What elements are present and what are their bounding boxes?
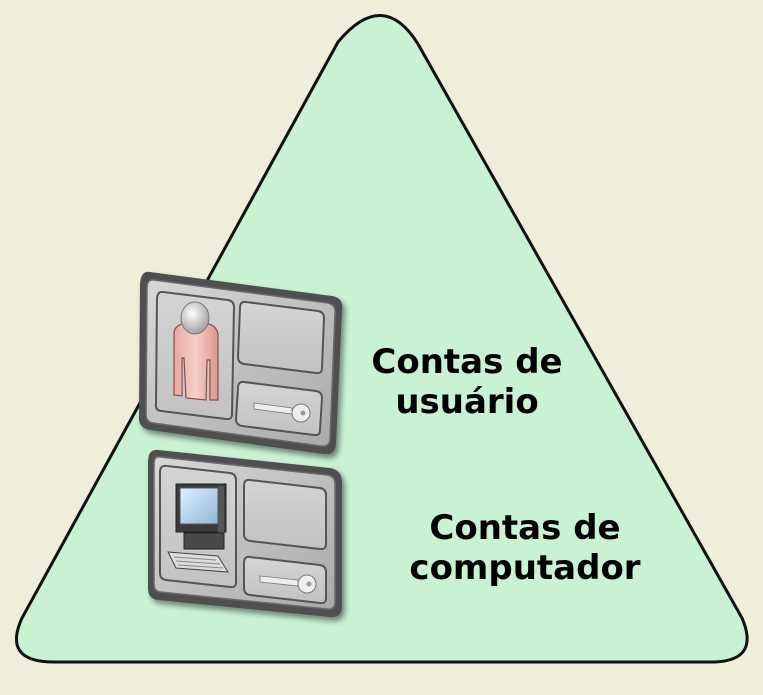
user-accounts-label: Contas de usuário — [344, 342, 590, 422]
person-icon — [173, 321, 219, 401]
key-icon — [253, 402, 311, 423]
key-icon — [259, 574, 317, 594]
computer-account-card-icon — [148, 449, 342, 618]
user-accounts-label-line2: usuário — [395, 382, 539, 422]
computer-accounts-label-line1: Contas de — [429, 508, 621, 548]
computer-accounts-label-line2: computador — [409, 548, 641, 588]
computer-accounts-label: Contas de computador — [380, 508, 670, 588]
user-accounts-label-line1: Contas de — [371, 342, 563, 382]
user-account-card-icon — [138, 271, 343, 455]
computer-icon — [167, 483, 229, 573]
